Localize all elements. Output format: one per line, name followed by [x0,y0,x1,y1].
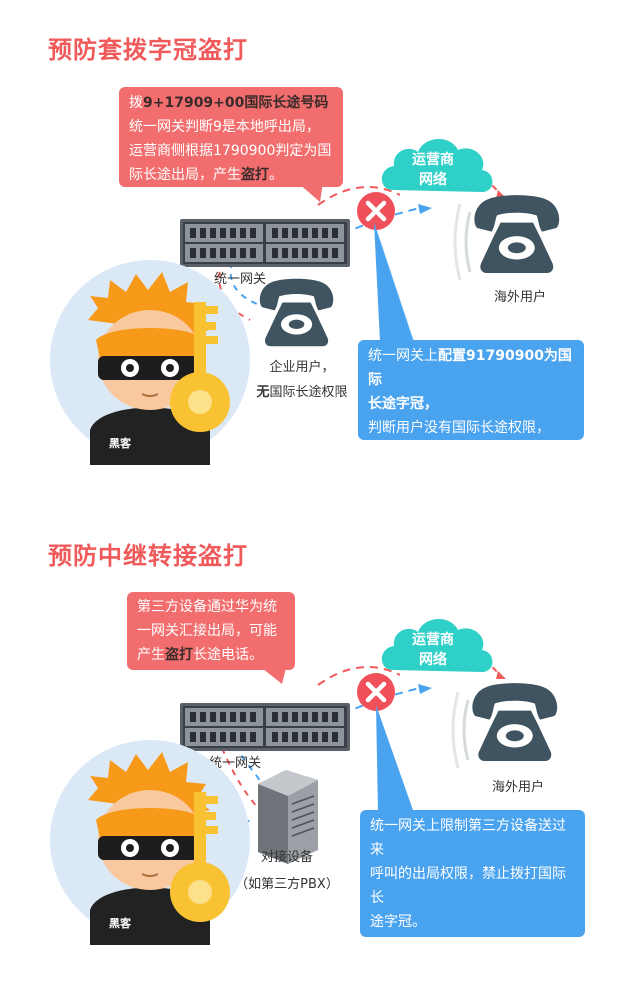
overseas-user-label-1: 海外用户 [493,290,546,305]
section-2-title: 预防中继转接盗打 [48,542,248,570]
blocked-x-icon [376,692,377,693]
phone-icon [451,683,558,770]
bb2-line3: 途字冠。 [370,914,426,930]
rb1-line3: 运营商侧根据1790900判定为国 [129,143,332,159]
rb2-line2: 一网关汇接出局，可能 [137,623,277,639]
rb1-line2: 统一网关判断9是本地呼出局， [129,119,320,135]
enterprise-label-line1: 企业用户， [269,360,335,375]
pbx-label: 对接设备 （如第三方PBX） [222,846,352,892]
bb2-line5-suffix: 。 [552,986,566,1002]
blue-bubble-1-tail [374,222,414,342]
enterprise-label-bold: 无 [256,385,270,400]
bb2-line2: 呼叫的出局权限，禁止拨打国际长 [370,866,566,906]
red-bubble-1: 拨9+17909+00国际长途号码 统一网关判断9是本地呼出局， 运营商侧根据1… [119,87,343,187]
red-bubble-2-tail [262,668,286,684]
rb2-line1: 第三方设备通过华为统 [137,599,277,615]
rb2-line3-prefix: 产生 [137,647,165,663]
key-icon [170,792,230,922]
bb1-line4-bold: 防止盗打 [438,444,494,460]
bb1-line1-prefix: 统一网关上 [368,348,438,364]
pbx-label-line1: 对接设备 [260,850,313,865]
bb1-line2-bold: 长途字冠， [368,396,438,412]
blocked-x-icon [376,211,377,212]
enterprise-user-label: 企业用户， 无国际长途权限 [232,356,372,400]
hacker-label-1: 黑客 [109,437,131,450]
bb1-line4-suffix: 。 [494,444,508,460]
blue-bubble-2-tail [376,705,414,813]
section-1-title: 预防套拨字冠盗打 [48,36,248,64]
rb1-line1-prefix: 拨 [129,95,143,111]
bb2-line4-bold: 限制通过对接设备中继过来的 [370,938,566,978]
bb1-line4-prefix: 限制呼出， [368,444,438,460]
enterprise-label-line2: 国际长途权限 [269,385,348,400]
overseas-user-label-2: 海外用户 [491,780,544,795]
gateway-device [180,703,350,751]
bb2-line4-prefix: 例如 [370,938,398,954]
gateway-device [180,219,350,267]
rb1-line4-bold: 盗打 [241,167,269,183]
bb2-line1: 统一网关上限制第三方设备送过来 [370,818,566,858]
rb2-line3-bold: 盗打 [165,647,193,663]
cloud2-line2: 网络 [419,652,447,668]
blue-bubble-1: 统一网关上配置91790900为国际 长途字冠， 判断用户没有国际长途权限， 限… [358,340,584,460]
rb1-line4-suffix: 。 [269,167,283,183]
bb2-line5-bold: 呼叫只有局内权限，防止盗打 [370,986,552,1002]
bb1-line1-bold: 配置91790900为国际 [368,348,572,388]
rb1-line4-prefix: 际长途出局，产生 [129,167,241,183]
rb2-line3-suffix: 长途电话。 [193,647,263,663]
cloud1-line2: 网络 [419,172,447,188]
gateway-label-2: 统一网关 [208,756,261,771]
red-bubble-2: 第三方设备通过华为统 一网关汇接出局，可能 产生盗打长途电话。 [127,592,295,670]
carrier-cloud-label-2: 运营商 网络 [398,630,468,670]
rb1-line1-bold: 9+17909+00国际长途号码 [143,95,329,111]
bb1-line3: 判断用户没有国际长途权限， [368,420,550,436]
carrier-cloud-label-1: 运营商 网络 [398,150,468,190]
pbx-label-line2: （如第三方PBX） [235,877,339,892]
gateway-label-1: 统一网关 [213,272,266,287]
blue-bubble-2: 统一网关上限制第三方设备送过来 呼叫的出局权限，禁止拨打国际长 途字冠。 例如限… [360,810,585,1002]
hacker-label-2: 黑客 [109,917,131,930]
cloud2-line1: 运营商 [412,632,454,648]
phone-icon [259,278,334,347]
phone-icon [453,195,560,282]
cloud1-line1: 运营商 [412,152,454,168]
key-icon [170,302,230,432]
